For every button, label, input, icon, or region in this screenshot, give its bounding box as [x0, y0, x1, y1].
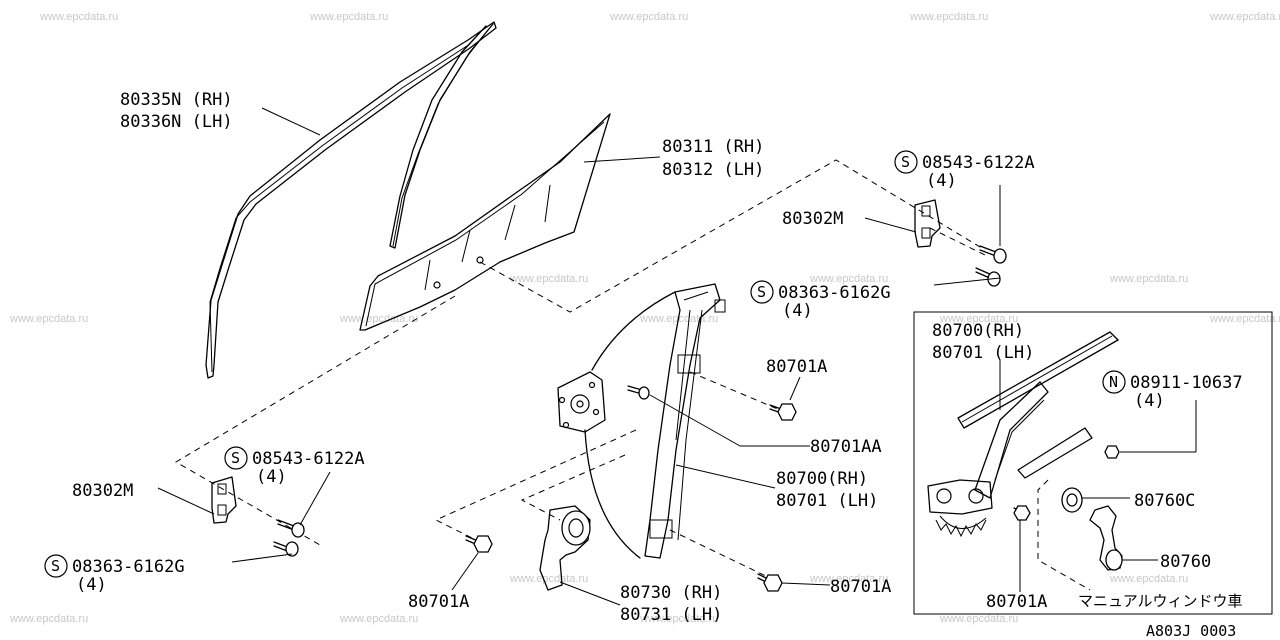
watermark-layer: www.epcdata.ru www.epcdata.ru www.epcdata.… — [9, 11, 1280, 625]
label-08543-top: 08543-6122A — [922, 153, 1035, 173]
watermark-text: www.epcdata.ru — [9, 613, 88, 625]
label-80760: 80760 — [1160, 552, 1211, 572]
label-80311: 80311 (RH) — [662, 137, 764, 157]
label-80335n: 80335N (RH) — [120, 90, 233, 110]
watermark-text: www.epcdata.ru — [909, 11, 988, 23]
watermark-text: www.epcdata.ru — [939, 613, 1018, 625]
watermark-text: www.epcdata.ru — [1109, 573, 1188, 585]
label-80731: 80731 (LH) — [620, 605, 722, 625]
label-80336n: 80336N (LH) — [120, 112, 233, 132]
label-inset-80700: 80700(RH) — [932, 321, 1024, 341]
leader-lines — [157, 107, 1197, 606]
label-80730: 80730 (RH) — [620, 583, 722, 603]
label-08911-qty: (4) — [1134, 391, 1165, 411]
label-80701a-bl: 80701A — [408, 592, 469, 612]
s-symbol-bottom: S — [51, 557, 60, 575]
label-80701a-mid: 80701A — [766, 357, 827, 377]
handle-icon — [1061, 487, 1123, 571]
watermark-text: www.epcdata.ru — [509, 573, 588, 585]
watermark-text: www.epcdata.ru — [9, 313, 88, 325]
label-80701a-br: 80701A — [830, 577, 891, 597]
bolt-icon — [465, 385, 797, 592]
watermark-text: www.epcdata.ru — [609, 11, 688, 23]
s-symbol-icon — [224, 446, 248, 470]
watermark-text: www.epcdata.ru — [509, 273, 588, 285]
s-symbol-left: S — [231, 449, 240, 467]
label-08911: 08911-10637 — [1130, 373, 1243, 393]
watermark-text: www.epcdata.ru — [1209, 11, 1280, 23]
watermark-text: www.epcdata.ru — [809, 273, 888, 285]
label-80701aa: 80701AA — [810, 437, 882, 457]
s-symbol-icon — [894, 150, 918, 174]
label-80760c: 80760C — [1134, 491, 1195, 511]
watermark-text: www.epcdata.ru — [339, 613, 418, 625]
dashed-guides — [175, 159, 986, 579]
s-symbol-icon — [44, 554, 68, 578]
watermark-text: www.epcdata.ru — [339, 313, 418, 325]
watermark-text: www.epcdata.ru — [939, 313, 1018, 325]
s-symbol-icon — [750, 280, 774, 304]
watermark-text: www.epcdata.ru — [309, 11, 388, 23]
watermark-text: www.epcdata.ru — [1209, 313, 1280, 325]
manual-window-inset — [913, 311, 1273, 615]
label-80700: 80700(RH) — [776, 469, 868, 489]
regulator-rail-icon — [557, 283, 726, 559]
label-inset-80701a: 80701A — [986, 592, 1047, 612]
inset-caption: マニュアルウィンドウ車 — [1078, 592, 1243, 610]
watermark-text: www.epcdata.ru — [639, 613, 718, 625]
door-glass-icon — [359, 113, 611, 331]
label-80312: 80312 (LH) — [662, 160, 764, 180]
watermark-text: www.epcdata.ru — [39, 11, 118, 23]
motor-icon — [539, 505, 591, 591]
label-80302m-left: 80302M — [72, 481, 133, 501]
n-symbol-icon — [1102, 370, 1126, 394]
watermark-text: www.epcdata.ru — [1109, 273, 1188, 285]
window-sash-icon — [205, 21, 497, 379]
label-08543-left: 08543-6122A — [252, 449, 365, 469]
s-symbol-top: S — [901, 153, 910, 171]
bolt-icon — [1013, 445, 1120, 521]
label-08543-top-qty: (4) — [926, 171, 957, 191]
label-08363-top: 08363-6162G — [778, 283, 891, 303]
label-08363-left-qty: (4) — [76, 575, 107, 595]
n-symbol: N — [1109, 373, 1118, 391]
label-08363-top-qty: (4) — [782, 301, 813, 321]
watermark-text: www.epcdata.ru — [809, 573, 888, 585]
bracket-icon — [211, 476, 237, 524]
label-08543-left-qty: (4) — [256, 467, 287, 487]
label-80701: 80701 (LH) — [776, 491, 878, 511]
labels: 80335N (RH) 80336N (LH) 80311 (RH) 80312… — [44, 90, 1243, 640]
s-symbol-mid: S — [757, 283, 766, 301]
label-80302m-top: 80302M — [782, 209, 843, 229]
label-inset-80701: 80701 (LH) — [932, 343, 1034, 363]
bracket-icon — [914, 199, 941, 248]
bolt-icon — [273, 519, 305, 557]
inset-dashed-guide — [1037, 479, 1091, 591]
diagram-code: A803J 0003 — [1146, 622, 1236, 640]
label-08363-left: 08363-6162G — [72, 557, 185, 577]
